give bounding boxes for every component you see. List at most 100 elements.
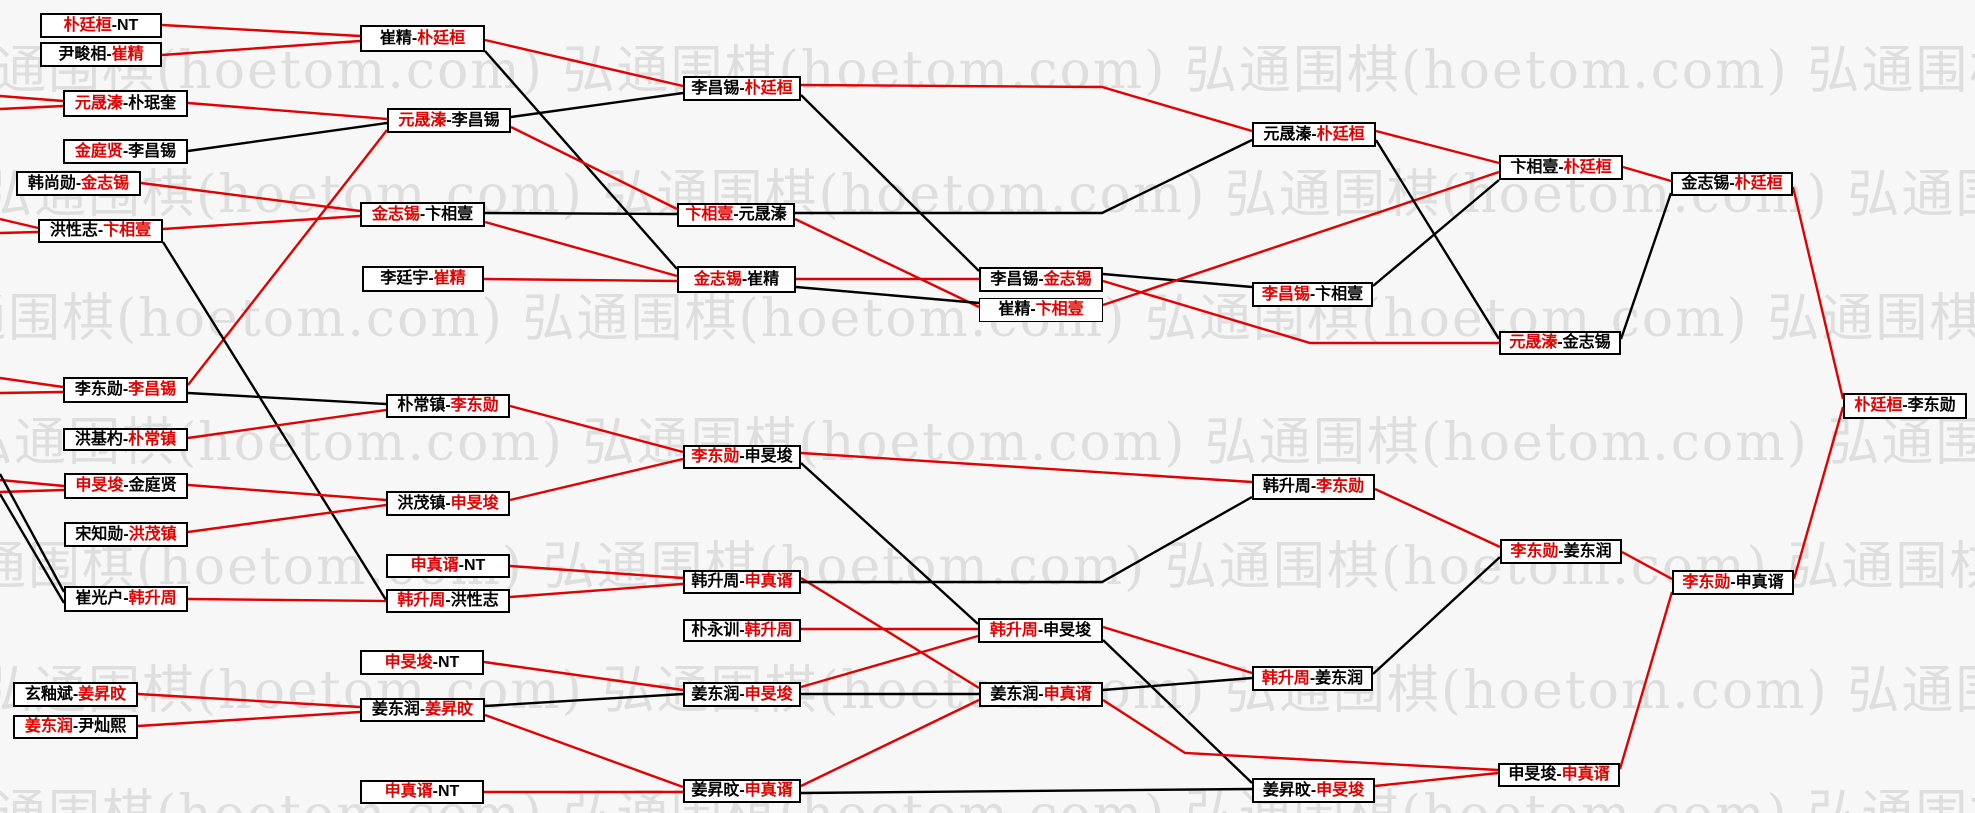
match-box-m8: 洪基杓-朴常镇 (63, 428, 188, 451)
bracket-edge-m29-m36 (800, 576, 980, 690)
player-name-winner: 金志锡 (1043, 270, 1092, 288)
bracket-edge-m31-m35 (800, 634, 979, 689)
bracket-edge-edge-m6 (0, 230, 39, 235)
bracket-edge-m20-m29 (509, 564, 684, 580)
player-name-winner: 姜昇旼 (425, 701, 474, 718)
player-name-loser: 韩升周 (691, 573, 740, 590)
match-box-m19: 洪茂镇-申旻埈 (386, 491, 510, 516)
vs-dash: - (123, 590, 129, 607)
player-name-winner: 申真谞 (1561, 766, 1610, 783)
vs-dash: - (1558, 542, 1564, 560)
bracket-edge-m39-m44 (1374, 487, 1501, 549)
player-name-loser: 崔精 (747, 270, 780, 288)
player-name-winner: 申真谞 (744, 782, 793, 799)
player-name-loser: NT (117, 16, 139, 34)
player-name-loser: 金庭贤 (128, 477, 177, 494)
match-box-m41: 姜昇旼-申旻埈 (1252, 778, 1375, 803)
player-name-loser: 崔精 (998, 301, 1031, 318)
player-name-loser: 洪性志 (450, 592, 499, 609)
bracket-edge-m37-m43 (1374, 139, 1501, 340)
player-name-loser: 申旻埈 (1043, 621, 1092, 639)
vs-dash: - (411, 29, 418, 47)
bracket-edge-m23-m32 (484, 713, 684, 789)
player-name-loser: 姜东润 (1563, 542, 1612, 560)
match-box-m48: 朴廷桓-李东勋 (1843, 393, 1967, 419)
bracket-edge-m40-m44 (1372, 556, 1501, 675)
player-name-winner: 金志锡 (81, 174, 130, 192)
bracket-edge-m8-m18 (187, 408, 387, 440)
match-box-m36: 姜东润-申真谞 (979, 682, 1103, 707)
bracket-edge-m25-m37 (800, 83, 1253, 133)
player-name-loser: 李廷宇 (380, 270, 429, 287)
vs-dash: - (1037, 621, 1044, 639)
vs-dash: - (1556, 766, 1562, 783)
player-name-winner: 元晟溱 (398, 111, 447, 129)
bracket-edge-m9-m19 (187, 483, 387, 502)
player-name-winner: 申真谞 (1043, 685, 1092, 703)
player-name-loser: 元晟溱 (1263, 125, 1312, 143)
bracket-edge-edge-m11 (0, 493, 66, 604)
player-name-winner: 李东勋 (1316, 478, 1365, 495)
match-box-m32: 姜昇旼-申真谞 (683, 779, 801, 803)
bracket-edge-m33-m43 (1102, 279, 1499, 345)
match-box-m35: 韩升周-申旻埈 (978, 618, 1103, 643)
bracket-edge-m2-m14 (161, 39, 361, 57)
bracket-edge-m16-m26 (484, 211, 678, 216)
match-box-m11: 崔光户-韩升周 (64, 586, 188, 612)
vs-dash: - (458, 557, 464, 574)
match-box-m10: 宋知勋-洪茂镇 (64, 522, 188, 547)
player-name-winner: 李东勋 (691, 448, 740, 465)
vs-dash: - (72, 718, 79, 735)
bracket-edge-m28-m35 (800, 462, 979, 625)
match-box-m9: 申旻埈-金庭贤 (64, 473, 188, 499)
player-name-winner: 申旻埈 (384, 653, 433, 671)
bracket-edge-m23-m31 (484, 692, 684, 708)
player-name-winner: 申真谞 (744, 573, 793, 590)
vs-dash: - (1311, 125, 1317, 143)
vs-dash: - (1030, 301, 1036, 318)
match-box-m30: 朴永训-韩升周 (683, 619, 801, 642)
player-name-winner: 韩升周 (128, 590, 177, 607)
match-box-m46: 金志锡-朴廷桓 (1671, 172, 1793, 196)
bracket-edge-m37-m42 (1375, 129, 1500, 165)
player-name-loser: 元晟溱 (738, 206, 787, 223)
player-name-winner: 申旻埈 (75, 477, 124, 494)
bracket-edge-m27-m34 (795, 285, 980, 305)
player-name-loser: 朴永训 (691, 621, 740, 639)
player-name-loser: 姜东润 (691, 685, 740, 703)
player-name-loser: 朴珉奎 (128, 94, 177, 112)
vs-dash: - (739, 573, 745, 590)
bracket-edge-m14-m25 (484, 38, 684, 88)
match-box-m2: 尹畯相-崔精 (40, 42, 162, 67)
bracket-edge-m25-m33 (800, 94, 980, 272)
player-name-loser: 朴常镇 (397, 397, 446, 414)
vs-dash: - (1309, 669, 1316, 687)
bracket-edge-m29-m39 (801, 495, 1253, 584)
match-box-m31: 姜东润-申旻埈 (683, 682, 801, 707)
match-box-m12: 玄釉斌-姜昇旼 (13, 682, 138, 707)
match-box-m23: 姜东润-姜昇旼 (360, 698, 485, 722)
player-name-loser: 卞相壹 (425, 205, 474, 223)
match-box-m39: 韩升周-李东勋 (1252, 474, 1375, 500)
bracket-edge-m19-m28 (509, 457, 684, 502)
bracket-edge-m7-m15 (187, 129, 388, 386)
match-box-m40: 韩升周-姜东润 (1252, 666, 1373, 691)
match-box-m3: 元晟溱-朴珉奎 (63, 90, 188, 117)
bracket-edge-m6-m16 (162, 214, 361, 231)
vs-dash: - (432, 783, 438, 800)
player-name-loser: 崔精 (379, 29, 412, 47)
player-name-loser: 姜东润 (1315, 669, 1364, 687)
match-box-m1: 朴廷桓-NT (40, 13, 162, 38)
bracket-edge-edge-m11 (0, 473, 66, 593)
bracket-edge-m14-m27 (484, 50, 678, 270)
match-box-m18: 朴常镇-李东勋 (386, 394, 510, 418)
player-name-winner: 李东勋 (1682, 573, 1731, 591)
vs-dash: - (1310, 781, 1317, 799)
bracket-edge-m16-m27 (484, 220, 678, 278)
player-name-loser: 姜昇旼 (691, 782, 740, 799)
player-name-winner: 朴廷桓 (1316, 125, 1365, 143)
bracket-edge-m15-m25 (510, 91, 684, 119)
bracket-edge-m42-m46 (1622, 165, 1672, 183)
player-name-winner: 朴常镇 (128, 430, 177, 448)
